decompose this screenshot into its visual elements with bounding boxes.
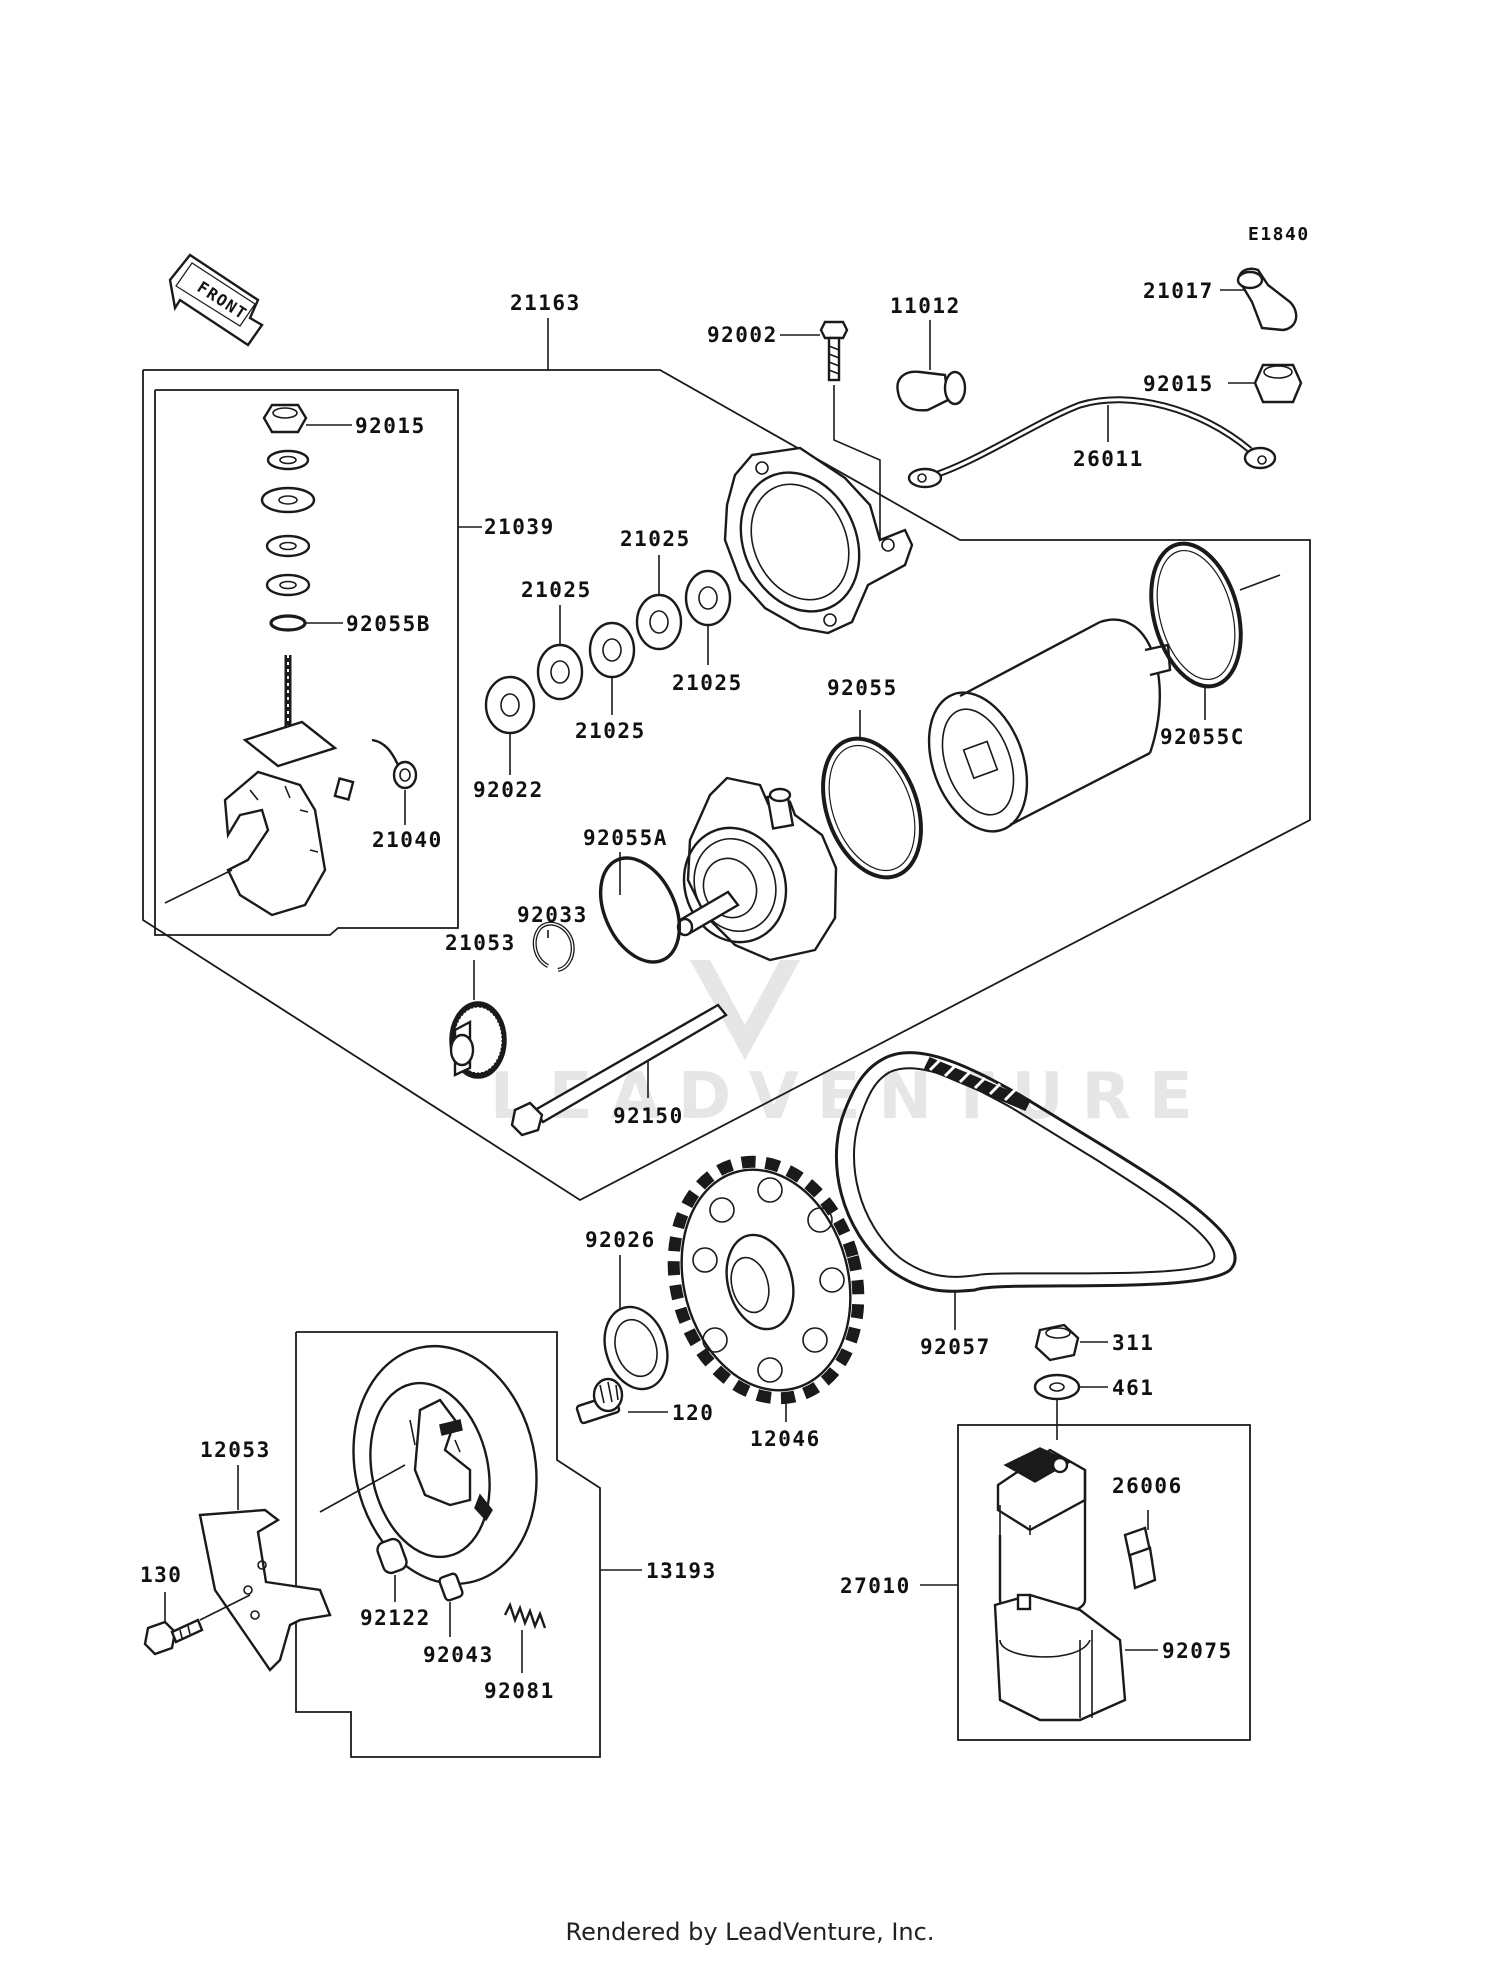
- bolt-130: [143, 1618, 204, 1656]
- front-cover: [676, 776, 838, 962]
- footer-credit: Rendered by LeadVenture, Inc.: [565, 1918, 935, 1946]
- spring-92081: [503, 1601, 547, 1630]
- label-21039: 21039: [484, 515, 555, 539]
- label-461: 461: [1112, 1376, 1154, 1400]
- label-92081: 92081: [484, 1679, 555, 1703]
- label-92026: 92026: [585, 1228, 656, 1252]
- label-21025-a: 21025: [521, 578, 592, 602]
- diagram-code: E1840: [1248, 224, 1310, 245]
- bolt-92150: [510, 1003, 728, 1137]
- label-92057: 92057: [920, 1335, 991, 1359]
- rear-cover: [723, 446, 914, 635]
- cable-26011: [907, 396, 1277, 489]
- label-11012: 11012: [890, 294, 961, 318]
- label-311: 311: [1112, 1331, 1154, 1355]
- motor-yoke: [927, 618, 1172, 833]
- label-130: 130: [140, 1563, 182, 1587]
- frame-21163: [142, 369, 1311, 1202]
- frame-27010: [957, 1424, 1251, 1741]
- label-92150: 92150: [613, 1104, 684, 1128]
- oring-92055a: [598, 856, 682, 964]
- starter-relay: [996, 1447, 1087, 1617]
- label-92033: 92033: [517, 903, 588, 927]
- roller-92122: [376, 1537, 408, 1575]
- leader-92055c-arrow: [1239, 574, 1281, 591]
- brush-spring-21040: [333, 738, 418, 801]
- bolt-92002: [819, 320, 849, 382]
- label-21163: 21163: [510, 291, 581, 315]
- label-26006: 26006: [1112, 1474, 1183, 1498]
- label-21040: 21040: [372, 828, 443, 852]
- label-92122: 92122: [360, 1606, 431, 1630]
- leader-clutch: [319, 1464, 406, 1513]
- washer-461: [1033, 1373, 1081, 1401]
- label-92055c: 92055C: [1160, 725, 1245, 749]
- label-12046: 12046: [750, 1427, 821, 1451]
- circlip-92033: [532, 921, 575, 972]
- oring-92055: [821, 736, 923, 880]
- bracket-12053: [198, 1508, 332, 1672]
- label-26011: 26011: [1073, 447, 1144, 471]
- label-92055: 92055: [827, 676, 898, 700]
- brush-plate: [164, 770, 327, 917]
- gear-21053: [449, 1001, 507, 1079]
- washer-stack: [260, 449, 316, 597]
- frame-21039: [154, 389, 459, 936]
- watermark-logo: [690, 960, 800, 1060]
- label-21025-c: 21025: [620, 527, 691, 551]
- terminal-bolt: [242, 655, 338, 768]
- label-92043: 92043: [423, 1643, 494, 1667]
- plunger-92043: [438, 1572, 464, 1602]
- label-120: 120: [672, 1401, 714, 1425]
- shim-21025-a: [536, 643, 584, 701]
- frame-13193: [295, 1331, 601, 1758]
- leader-130-bracket: [199, 1594, 251, 1621]
- label-13193: 13193: [646, 1559, 717, 1583]
- cap-11012: [896, 370, 967, 412]
- label-21053: 21053: [445, 931, 516, 955]
- belt-92057: [834, 1051, 1237, 1293]
- label-92022: 92022: [473, 778, 544, 802]
- label-92055a: 92055A: [583, 826, 668, 850]
- fuse-26006: [1123, 1526, 1157, 1590]
- label-21025-d: 21025: [672, 671, 743, 695]
- cap-21017: [1236, 267, 1298, 332]
- label-21025-b: 21025: [575, 719, 646, 743]
- pin-120: [575, 1377, 624, 1425]
- label-92015-inner: 92015: [355, 414, 426, 438]
- label-92002: 92002: [707, 323, 778, 347]
- label-21017: 21017: [1143, 279, 1214, 303]
- nut-311: [1034, 1323, 1080, 1362]
- relay-cover-92075: [993, 1593, 1127, 1722]
- oring-92055c: [1149, 541, 1243, 689]
- sprocket-12046: [667, 1155, 865, 1405]
- nut-92015-top: [1253, 363, 1303, 404]
- starter-clutch: [352, 1344, 538, 1586]
- shim-21025-d: [684, 569, 732, 627]
- shim-21025-b: [588, 621, 636, 679]
- front-arrow-icon: FRONT: [168, 253, 264, 347]
- label-27010: 27010: [840, 1574, 911, 1598]
- washer-92022: [484, 675, 536, 735]
- leader-bolt-path: [833, 385, 881, 540]
- label-92015-top: 92015: [1143, 372, 1214, 396]
- nut-92015-inner: [262, 403, 308, 434]
- label-92075: 92075: [1162, 1639, 1233, 1663]
- shim-21025-c: [635, 593, 683, 651]
- label-12053: 12053: [200, 1438, 271, 1462]
- label-92055b: 92055B: [346, 612, 431, 636]
- oring-92055b: [269, 614, 307, 632]
- washer-92026: [603, 1305, 669, 1391]
- leader-plate: [164, 869, 233, 904]
